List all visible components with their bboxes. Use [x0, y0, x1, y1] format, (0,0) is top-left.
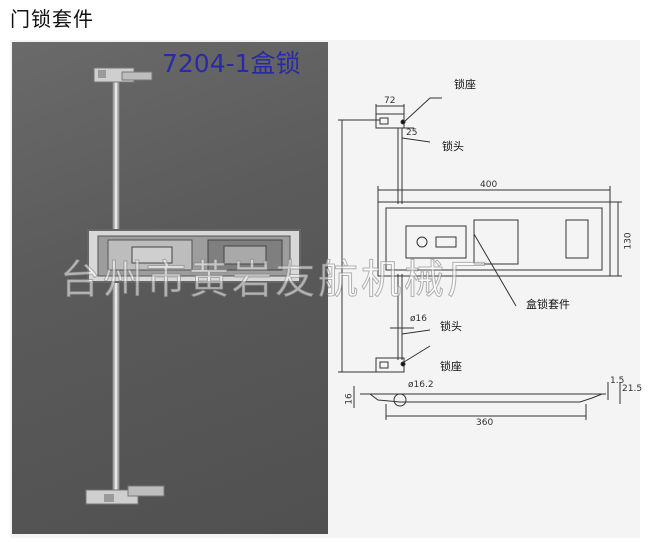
model-label: 7204-1盒锁 [162, 49, 301, 78]
callout-box-lock-kit: 盒锁套件 [526, 298, 570, 311]
page-title: 门锁套件 [10, 7, 94, 31]
door-lock-photo-illustration [85, 67, 301, 505]
lock-kit-drawing [338, 97, 622, 420]
dimension-72: 72 [384, 96, 396, 106]
product-photo [12, 42, 328, 534]
dimension-360: 360 [476, 418, 494, 428]
watermark: 台州市黄岩友航机械厂 [60, 257, 490, 304]
dimension-d16-2: ø16.2 [408, 380, 434, 390]
dimension-130: 130 [623, 232, 634, 250]
technical-drawing: 锁座 锁头 盒锁套件 锁头 锁座 72 25 400 130 ø16 ø16.2… [330, 42, 642, 534]
callout-seat-top: 锁座 [454, 78, 476, 91]
callout-head-bottom: 锁头 [440, 320, 462, 333]
dimension-400: 400 [480, 180, 498, 190]
dimension-d16: ø16 [410, 314, 427, 324]
callout-seat-bottom: 锁座 [440, 360, 462, 373]
dimension-21-5: 21.5 [622, 384, 643, 394]
callout-head-top: 锁头 [442, 140, 464, 153]
dimension-1-5: 1.5 [610, 376, 625, 386]
dimension-16: 16 [344, 393, 355, 405]
dimension-25: 25 [406, 128, 418, 138]
